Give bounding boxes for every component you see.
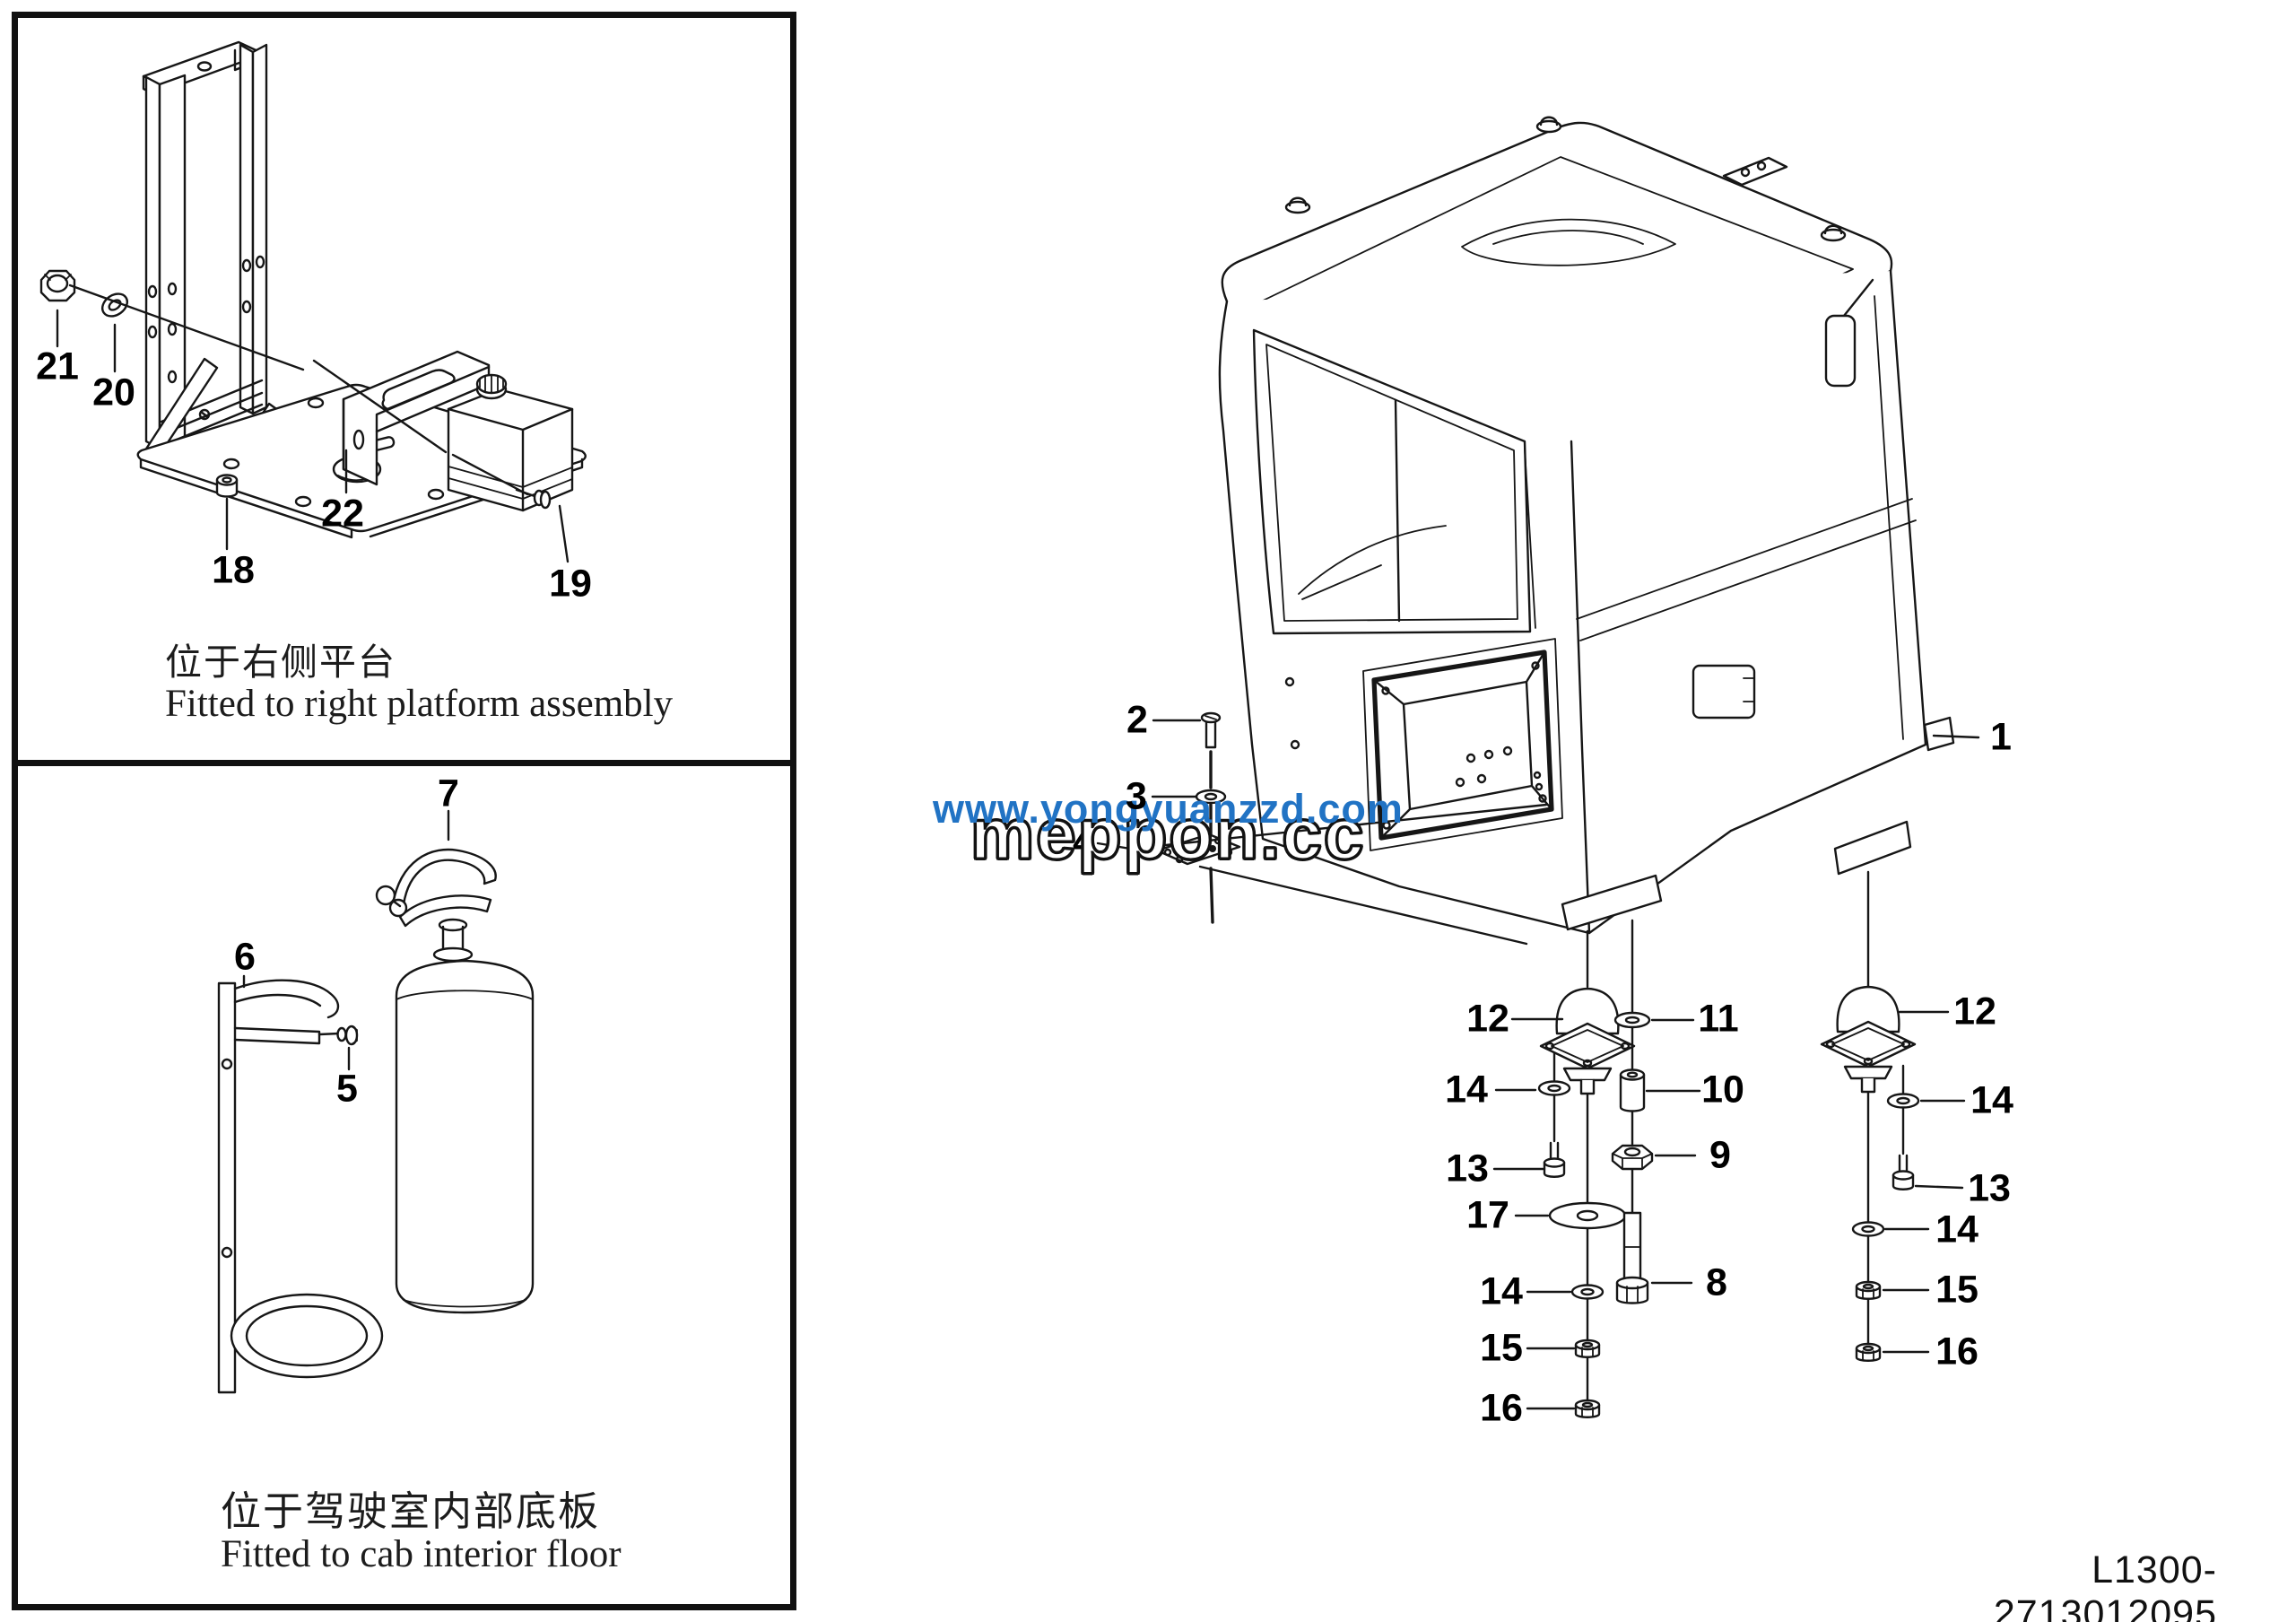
bolt-13-right-drawing <box>1892 1154 1915 1190</box>
callout-part-21: 21 <box>36 344 79 388</box>
nut-15-left-drawing <box>1574 1339 1601 1358</box>
callout-part-2: 2 <box>1126 698 1148 742</box>
cab-floor-caption-en: Fitted to cab interior floor <box>221 1533 622 1575</box>
callout-triangle <box>1164 803 1548 946</box>
callout-part-16-left: 16 <box>1480 1386 1523 1430</box>
callout-part-14-left-bottom: 14 <box>1480 1269 1523 1313</box>
callout-part-10: 10 <box>1701 1068 1744 1112</box>
cab-floor-panel-frame <box>12 760 796 1610</box>
cab-mount-12-right <box>1820 985 1917 1094</box>
cab-mount-right-cluster <box>1820 985 1920 1362</box>
bolt-5-drawing <box>317 1025 359 1046</box>
callout-part-11: 11 <box>1698 997 1739 1041</box>
extinguisher-bracket-drawing <box>217 979 384 1394</box>
callout-part-17: 17 <box>1466 1193 1509 1237</box>
callout-part-18: 18 <box>212 548 255 592</box>
drawing-code: L1300-2713012095 <box>1993 1548 2217 1622</box>
watermark-outline-text: meppon.cc <box>969 793 1366 876</box>
roof-antenna-plate <box>1722 156 1788 187</box>
callout-part-14-left-top: 14 <box>1445 1068 1488 1112</box>
bolt-13-left-drawing <box>1543 1141 1566 1178</box>
callout-part-8: 8 <box>1706 1260 1727 1304</box>
leader-lines-bottom-left <box>242 809 450 1071</box>
nut-15-right-drawing <box>1855 1280 1882 1300</box>
callout-part-3: 3 <box>1126 774 1147 818</box>
mirror-right <box>1824 278 1874 388</box>
washer-14-right-bottom-drawing <box>1851 1221 1885 1237</box>
washer-14-left-bottom-drawing <box>1570 1284 1605 1300</box>
callout-part-13-right: 13 <box>1968 1166 2011 1210</box>
callout-part-22: 22 <box>321 492 364 536</box>
callout-part-12-left: 12 <box>1466 997 1509 1041</box>
callout-part-14-right-bottom: 14 <box>1935 1208 1979 1251</box>
right-platform-caption-zh: 位于右侧平台 <box>165 641 396 683</box>
callout-part-12-right: 12 <box>1953 990 1996 1033</box>
callout-part-6: 6 <box>234 935 256 979</box>
nut-9-drawing <box>1611 1144 1654 1171</box>
callout-part-14-right-top: 14 <box>1970 1078 2013 1122</box>
washer-tank-bracket-22-drawing <box>342 350 491 486</box>
cab-mount-left-cluster <box>1537 987 1654 1418</box>
callout-part-7: 7 <box>438 772 459 815</box>
callout-part-1: 1 <box>1990 715 2012 759</box>
tank-screw-19 <box>515 488 552 510</box>
washer-17-drawing <box>1548 1201 1627 1230</box>
washer-14-left-top-drawing <box>1537 1080 1571 1096</box>
callout-part-13-left: 13 <box>1446 1147 1489 1190</box>
plate-4-drawing <box>1155 833 1241 866</box>
bolt-8-drawing <box>1615 1211 1649 1304</box>
fire-extinguisher-drawing <box>375 848 535 1314</box>
watermark-url-text: www.yongyuanzzd.com <box>933 786 1404 832</box>
callout-part-20: 20 <box>92 371 135 414</box>
callout-part-19: 19 <box>549 562 592 606</box>
callout-part-5: 5 <box>336 1067 358 1111</box>
washer-11-drawing <box>1613 1011 1651 1029</box>
cab-floor-caption-zh: 位于驾驶室内部底板 <box>221 1489 601 1534</box>
cab-drawing <box>1218 116 1955 935</box>
leader-lines-top-left <box>56 283 570 563</box>
nut-16-right-drawing <box>1855 1342 1882 1362</box>
battery-compartment <box>1362 638 1563 851</box>
nut-16-left-drawing <box>1574 1399 1601 1418</box>
washer-3-drawing <box>1195 789 1227 805</box>
nut-21-drawing <box>39 269 76 302</box>
spacer-10-drawing <box>1619 1068 1646 1112</box>
right-platform-caption-en: Fitted to right platform assembly <box>165 683 674 725</box>
callout-part-9: 9 <box>1709 1133 1731 1177</box>
washer-14-right-top-drawing <box>1886 1093 1920 1109</box>
washer-tank-19-drawing <box>447 373 574 512</box>
mount-connector-lines <box>1552 870 1905 1417</box>
door-handle-recess <box>1692 664 1756 719</box>
callout-part-16-right: 16 <box>1935 1330 1979 1373</box>
bushing-18-drawing <box>215 474 239 498</box>
roof-cap-icons <box>1284 116 1847 426</box>
bolt-2-drawing <box>1200 711 1222 749</box>
callout-part-4: 4 <box>1073 820 1094 864</box>
callout-part-15-right: 15 <box>1935 1268 1979 1312</box>
leader-lines-right <box>1096 719 1980 1410</box>
callout-part-15-left: 15 <box>1480 1326 1523 1370</box>
